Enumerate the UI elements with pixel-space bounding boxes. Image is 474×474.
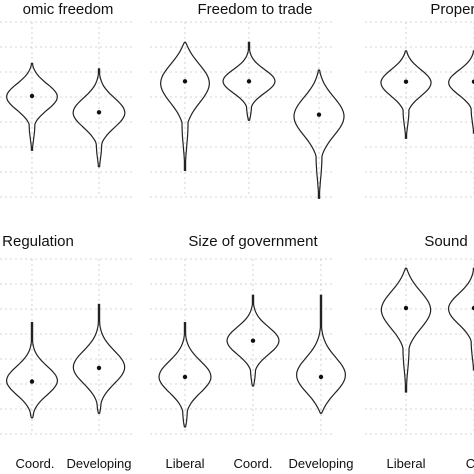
category-label: Coord. <box>233 456 272 471</box>
median-marker <box>403 305 409 311</box>
violin-liberal <box>158 321 212 428</box>
violin-developing <box>295 294 347 414</box>
median-marker <box>182 79 188 84</box>
violin-coord <box>222 41 276 121</box>
violin-coord <box>448 50 474 134</box>
median-marker <box>318 374 324 380</box>
panel-title: Size of government <box>188 233 318 250</box>
violin-liberal <box>380 50 432 139</box>
violin-developing <box>72 68 126 168</box>
median-marker <box>96 365 102 371</box>
violin-coord <box>6 62 58 151</box>
median-marker <box>471 305 474 311</box>
category-label: Liberal <box>165 456 204 471</box>
median-marker <box>246 79 252 84</box>
median-marker <box>316 112 322 117</box>
panel-title: Freedom to trade <box>197 1 312 18</box>
violin-co <box>447 267 474 371</box>
median-marker <box>403 79 409 84</box>
violin-coord <box>5 321 59 419</box>
violin-liberal <box>159 41 211 172</box>
median-marker <box>182 374 188 380</box>
category-label: Coord. <box>15 456 54 471</box>
median-marker <box>29 93 35 99</box>
category-label: Co <box>466 456 474 471</box>
violin-coord <box>226 294 280 387</box>
median-marker <box>250 338 256 343</box>
category-label: Liberal <box>386 456 425 471</box>
median-marker <box>29 379 35 384</box>
median-marker <box>96 110 102 115</box>
panel-title: Regulation <box>2 233 74 250</box>
violin-developing <box>293 69 345 199</box>
violin-developing <box>72 303 126 414</box>
category-label: Developing <box>66 456 131 471</box>
panel-title: omic freedom <box>23 1 114 18</box>
median-marker <box>471 79 474 84</box>
panel-title: Propert <box>430 1 474 18</box>
category-label: Developing <box>288 456 353 471</box>
violin-liberal <box>380 267 432 393</box>
panel-title: Sound <box>424 233 467 250</box>
